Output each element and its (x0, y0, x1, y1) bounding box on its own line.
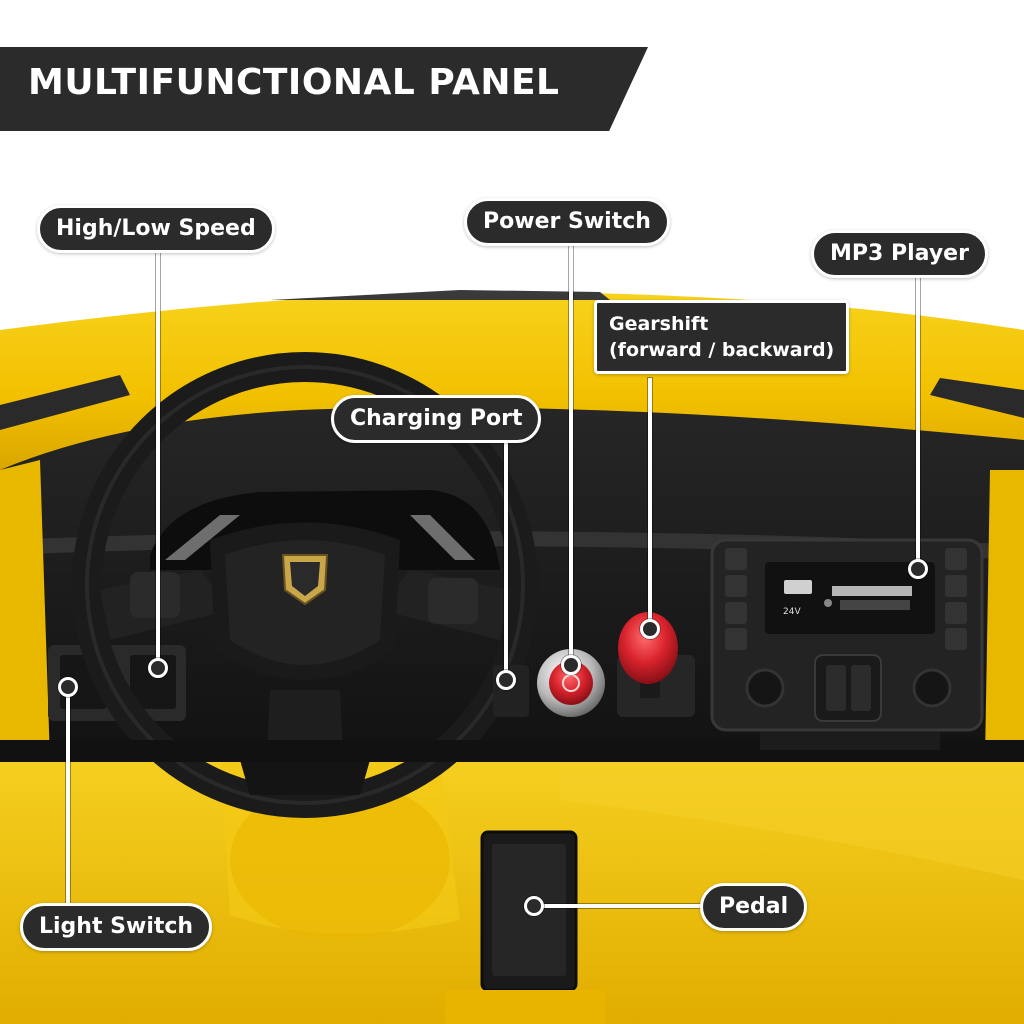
usb-port-icon (784, 580, 812, 594)
leader-charging-port (504, 440, 508, 680)
leader-pedal (534, 904, 706, 908)
callout-power-switch: Power Switch (464, 198, 670, 246)
title-banner (0, 47, 648, 131)
voltage-label: 24V (783, 607, 801, 617)
dot-mp3-player (908, 559, 928, 579)
dot-gearshift (640, 619, 660, 639)
callout-high-low-speed: High/Low Speed (37, 205, 275, 253)
callout-gearshift: Gearshift (forward / backward) (594, 300, 850, 374)
leader-gearshift (648, 378, 652, 628)
callout-charging-port: Charging Port (331, 395, 542, 443)
dot-power-switch (561, 655, 581, 675)
power-button-icon (549, 661, 593, 705)
callout-mp3-player: MP3 Player (811, 230, 988, 278)
leader-mp3-player (916, 272, 920, 568)
gearshift-line-1: Gearshift (609, 313, 709, 335)
dot-high-low-speed (148, 658, 168, 678)
gearshift-line-2: (forward / backward) (609, 339, 835, 361)
leader-high-low-speed (156, 248, 160, 678)
callout-light-switch: Light Switch (20, 903, 213, 951)
dot-light-switch (58, 677, 78, 697)
dot-pedal (524, 896, 544, 916)
leader-light-switch (66, 688, 70, 910)
dot-charging-port (496, 670, 516, 690)
banner-title: MULTIFUNCTIONAL PANEL (28, 62, 560, 103)
leader-power-switch (569, 240, 573, 665)
callout-pedal: Pedal (700, 883, 808, 931)
gear-knob-icon (618, 612, 678, 684)
